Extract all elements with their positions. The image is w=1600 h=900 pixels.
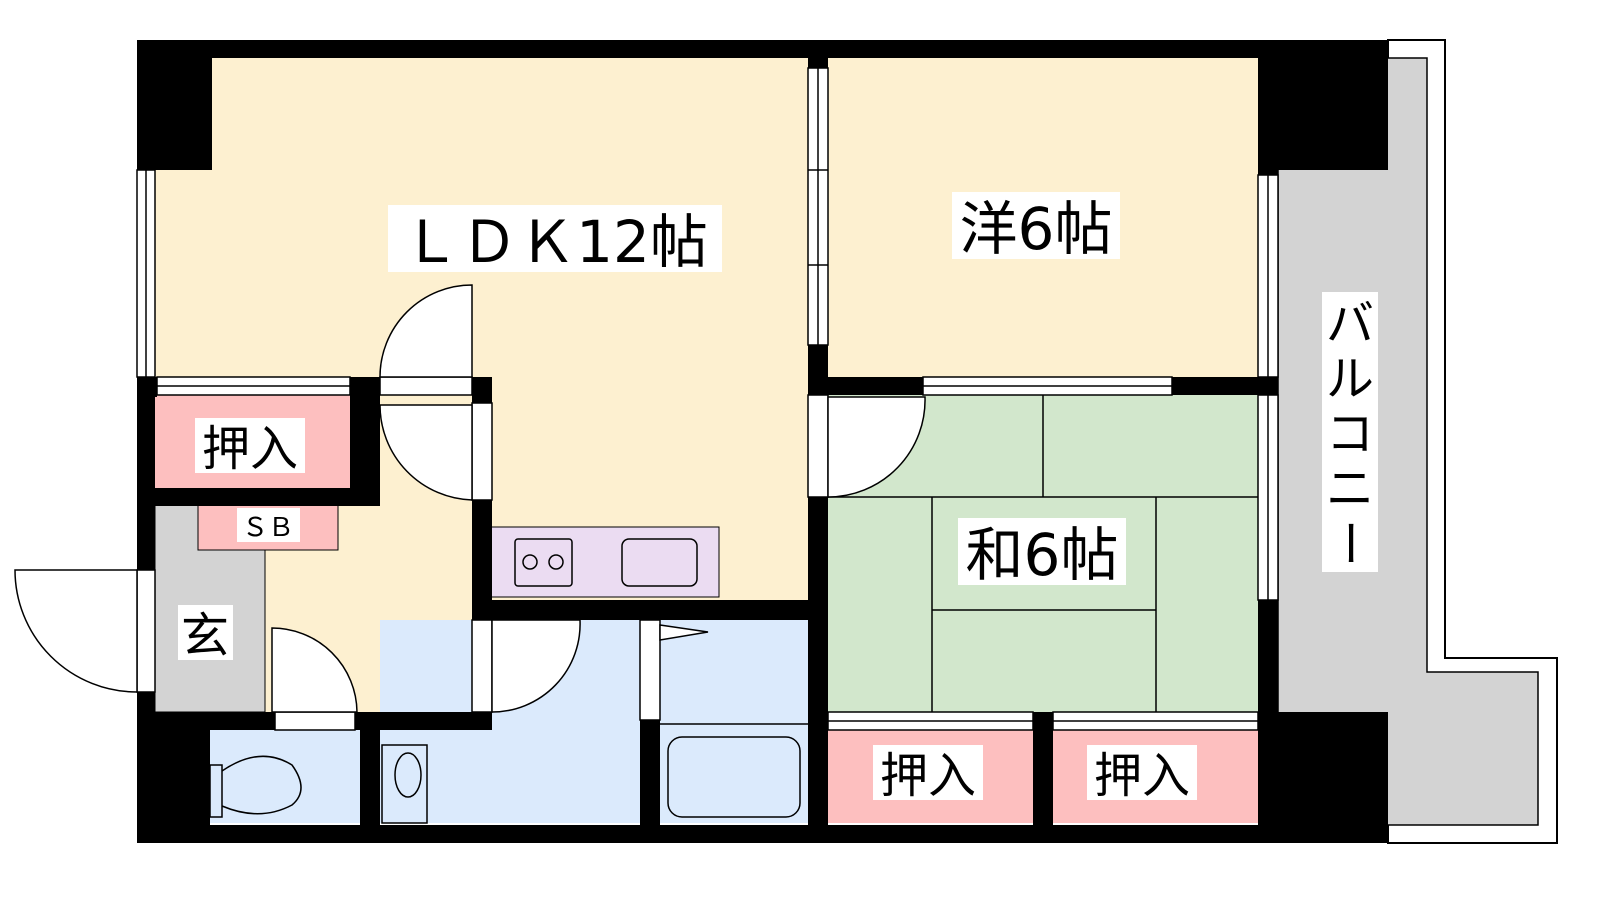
- sink-icon: [621, 538, 698, 587]
- kitchen-counter: [490, 526, 720, 598]
- balcony-label-char: バ: [1326, 296, 1374, 352]
- balcony-label-char: ー: [1321, 519, 1377, 567]
- bathroom: [660, 620, 808, 823]
- walls: [137, 40, 1388, 843]
- entrance-label: 玄: [181, 608, 229, 664]
- windows: [136, 67, 1279, 731]
- bathtub-icon: [667, 736, 801, 818]
- stove-icon: [514, 538, 573, 587]
- washbasin-icon: [381, 744, 428, 824]
- balcony-label-char: ル: [1326, 351, 1374, 407]
- closet-label: 押入: [1094, 748, 1190, 804]
- balcony-label-char: コ: [1326, 406, 1374, 462]
- door-swings: [14, 284, 926, 713]
- closet-label: 押入: [202, 421, 298, 477]
- ldk-label: ＬＤＫ12帖: [402, 208, 708, 276]
- shoe-box-label: ＳＢ: [242, 513, 294, 543]
- front-door-swing: [14, 569, 138, 693]
- western-room-label: 洋6帖: [960, 195, 1113, 263]
- balcony-label-char: ニ: [1326, 461, 1374, 517]
- room-labels: ＬＤＫ12帖 洋6帖 和6帖 押入 押入 押入 ＳＢ 玄 バ ル コ ニ ー: [178, 192, 1378, 804]
- japanese-room-label: 和6帖: [966, 521, 1119, 589]
- closet-label: 押入: [880, 748, 976, 804]
